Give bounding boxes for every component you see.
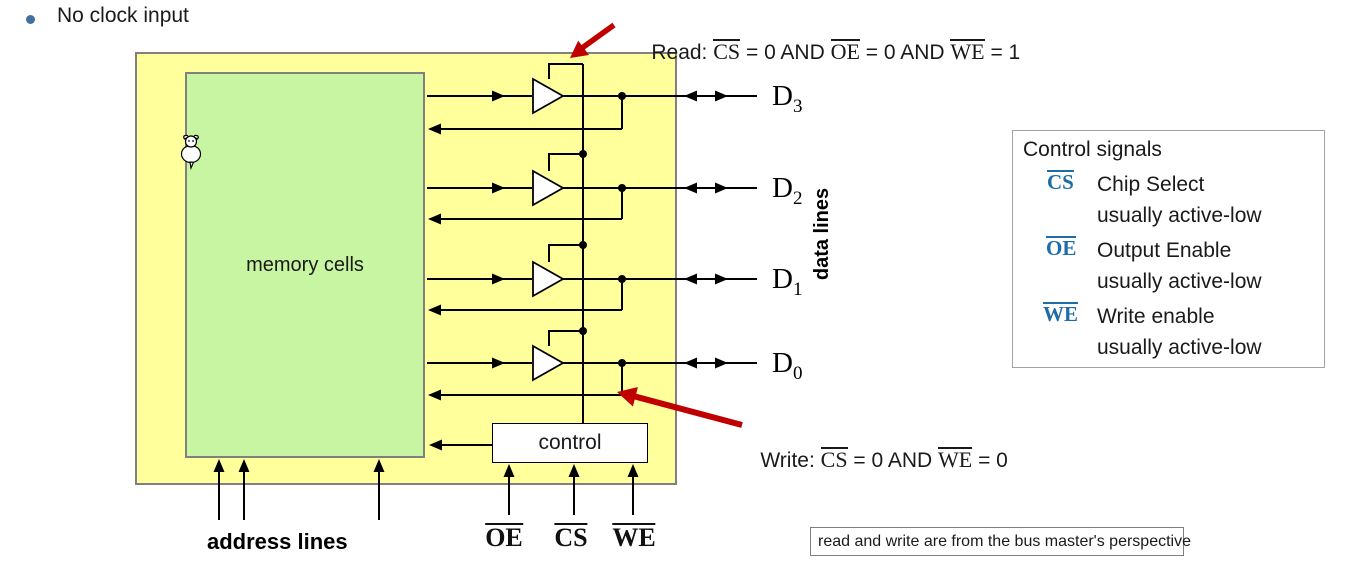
sheep-icon xyxy=(180,134,202,170)
legend-oe-name: Output Enable xyxy=(1097,239,1232,262)
read-oe-signal: OE xyxy=(830,39,860,64)
legend-we-signal: WE xyxy=(1043,302,1079,326)
data-bit-label-d0: D0 xyxy=(772,347,803,384)
legend-title: Control signals xyxy=(1023,138,1162,161)
read-condition-annotation: Read: CS = 0 AND OE = 0 AND WE = 1 xyxy=(651,39,1021,64)
control-block: control xyxy=(492,423,648,463)
read-we-signal: WE xyxy=(950,39,985,64)
read-cs-signal: CS xyxy=(713,39,741,64)
bullet-icon xyxy=(26,15,35,24)
pin-label-we: WE xyxy=(612,523,656,552)
legend-we-note: usually active-low xyxy=(1097,336,1262,359)
memory-cells-block xyxy=(185,72,425,458)
slide-bullet-text: No clock input xyxy=(57,4,189,27)
data-bit-label-d1: D1 xyxy=(772,263,803,300)
memory-cells-label: memory cells xyxy=(246,254,364,276)
write-condition-annotation: Write: CS = 0 AND WE = 0 xyxy=(760,447,1008,472)
data-bit-label-d3: D3 xyxy=(772,80,803,117)
pin-label-oe: OE xyxy=(485,523,523,552)
pin-label-cs: CS xyxy=(554,523,588,552)
footnote-text: read and write are from the bus master's… xyxy=(818,532,1191,550)
control-block-label: control xyxy=(538,431,602,454)
control-signals-legend: Control signals CS Chip Select usually a… xyxy=(1012,130,1325,368)
data-bit-label-d2: D2 xyxy=(772,172,803,209)
footnote-box: read and write are from the bus master's… xyxy=(810,527,1191,556)
legend-we-name: Write enable xyxy=(1097,305,1215,328)
legend-cs-name: Chip Select xyxy=(1097,173,1205,196)
legend-oe-signal: OE xyxy=(1046,236,1077,260)
address-lines-label: address lines xyxy=(207,529,348,554)
legend-cs-note: usually active-low xyxy=(1097,204,1262,227)
write-we-signal: WE xyxy=(938,447,973,472)
legend-oe-note: usually active-low xyxy=(1097,270,1262,293)
legend-cs-signal: CS xyxy=(1047,170,1074,194)
data-lines-label: data lines xyxy=(811,187,833,281)
write-cs-signal: CS xyxy=(820,447,848,472)
